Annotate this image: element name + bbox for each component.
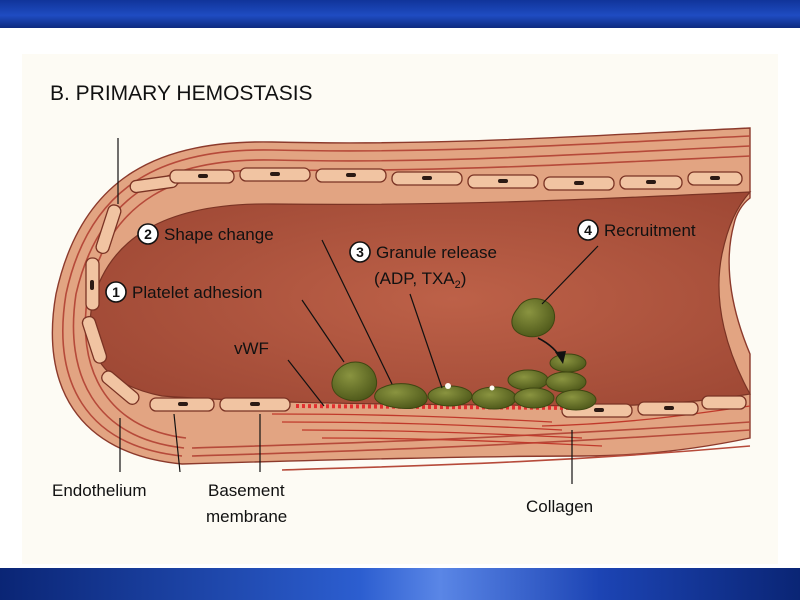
basement-membrane-label-line1: Basement [208, 481, 285, 500]
vwf-label: vWF [234, 339, 269, 358]
top-banner [0, 0, 800, 28]
endothelial-cells-top [129, 167, 743, 194]
step-1-label: 1 Platelet adhesion [105, 281, 262, 303]
svg-text:2: 2 [144, 226, 152, 242]
hemostasis-figure: B. PRIMARY HEMOSTASIS [22, 54, 778, 564]
platelet-shape-change [374, 383, 428, 409]
leader-vwf [287, 359, 325, 407]
platelet-granule-6 [555, 389, 597, 411]
endothelium-label: Endothelium [52, 481, 147, 500]
leader-step-1 [301, 299, 345, 363]
platelet-granule-4 [545, 371, 587, 393]
leader-step-4 [541, 245, 599, 305]
bottom-banner [0, 568, 800, 600]
svg-text:1: 1 [112, 284, 120, 300]
recruitment-arrow [537, 337, 566, 364]
vessel-diagram: B. PRIMARY HEMOSTASIS [50, 82, 752, 526]
basement-membrane-label-line2: membrane [206, 507, 287, 526]
svg-text:Granule release: Granule release [376, 243, 497, 262]
figure-title: B. PRIMARY HEMOSTASIS [50, 82, 313, 105]
svg-text:4: 4 [584, 222, 592, 238]
step-2-label: 2 Shape change [137, 223, 274, 245]
cell-nuclei [90, 172, 720, 412]
platelet-adhesion [331, 361, 378, 402]
leader-lines [117, 138, 599, 484]
granule-notches [445, 383, 495, 391]
platelet-granule-7 [549, 353, 587, 373]
platelet-granule-5 [513, 387, 555, 409]
step-3-label: 3 Granule release (ADP, TXA2) [349, 241, 497, 291]
svg-text:(ADP, TXA2): (ADP, TXA2) [374, 269, 466, 291]
platelet-granule-2 [471, 386, 517, 410]
step-4-label: 4 Recruitment [577, 219, 696, 241]
collagen-label: Collagen [526, 497, 593, 516]
svg-text:3: 3 [356, 244, 364, 260]
leader-step-3 [409, 293, 443, 389]
vessel-lumen [89, 191, 752, 407]
leader-step-2 [321, 239, 393, 385]
leader-basement-left [173, 413, 181, 473]
platelet-granule-1 [427, 385, 473, 407]
svg-text:Shape change: Shape change [164, 225, 274, 244]
svg-text:Recruitment: Recruitment [604, 221, 696, 240]
svg-text:Platelet adhesion: Platelet adhesion [132, 283, 262, 302]
platelet-granule-3 [507, 369, 549, 391]
platelets [331, 298, 597, 411]
platelet-recruitment [511, 298, 556, 338]
